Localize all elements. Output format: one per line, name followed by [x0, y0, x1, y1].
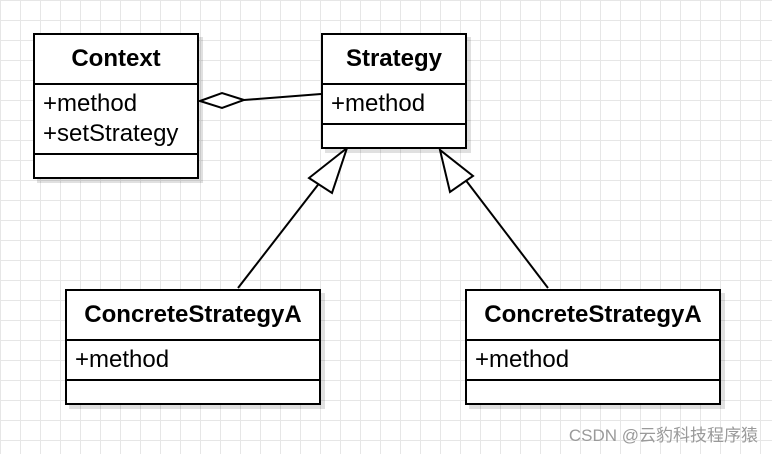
concrete-strategy-a-right-class[interactable]: ConcreteStrategyA +method	[465, 289, 721, 405]
concrete-strategy-a-left-class[interactable]: ConcreteStrategyA +method	[65, 289, 321, 405]
generalization-line-left	[237, 167, 332, 289]
strategy-empty-compartment	[323, 125, 465, 141]
strategy-method-method: +method	[331, 90, 426, 117]
strategy-class-name: Strategy	[323, 35, 465, 85]
aggregation-diamond-icon	[196, 91, 248, 110]
concrete-strategy-a-right-name: ConcreteStrategyA	[467, 291, 719, 341]
concrete-strategy-a-left-method: +method	[75, 346, 170, 373]
concrete-strategy-a-left-name: ConcreteStrategyA	[67, 291, 319, 341]
concrete-strategy-a-right-empty-compartment	[467, 381, 719, 397]
context-method-setstrategy: +setStrategy	[43, 120, 179, 147]
concrete-strategy-a-left-empty-compartment	[67, 381, 319, 397]
generalization-line-right	[457, 169, 549, 289]
context-methods: +method +setStrategy	[35, 85, 197, 155]
context-class-name: Context	[35, 35, 197, 85]
aggregation-line	[243, 93, 322, 101]
context-method-method: +method	[43, 90, 138, 117]
concrete-strategy-a-right-method: +method	[475, 346, 570, 373]
generalization-arrowhead-left-icon	[307, 145, 350, 195]
generalization-arrowhead-right-icon	[438, 147, 475, 194]
csdn-watermark: CSDN @云豹科技程序猿	[568, 426, 758, 445]
concrete-strategy-a-left-methods: +method	[67, 341, 319, 381]
strategy-class[interactable]: Strategy +method	[321, 33, 467, 149]
strategy-methods: +method	[323, 85, 465, 125]
context-class[interactable]: Context +method +setStrategy	[33, 33, 199, 179]
context-empty-compartment	[35, 155, 197, 171]
concrete-strategy-a-right-methods: +method	[467, 341, 719, 381]
